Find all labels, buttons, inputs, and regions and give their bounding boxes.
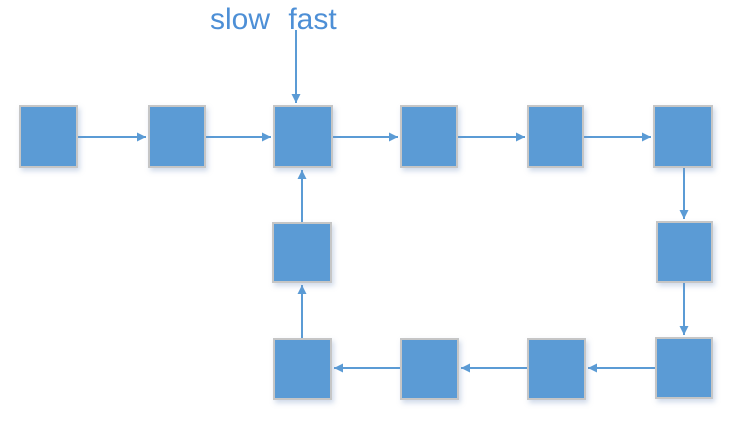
list-node-5 <box>527 105 584 168</box>
list-node-8 <box>655 337 713 399</box>
list-node-1 <box>19 105 78 168</box>
slow-fast-pointer-label: slow fast <box>210 3 337 36</box>
list-node-6 <box>653 105 713 168</box>
list-node-11 <box>273 338 332 400</box>
list-node-10 <box>400 338 459 400</box>
list-node-7 <box>656 221 713 283</box>
list-node-9 <box>527 338 586 400</box>
list-node-12 <box>272 222 332 283</box>
list-node-4 <box>400 105 458 168</box>
list-node-3 <box>273 105 333 168</box>
list-node-2 <box>148 105 206 168</box>
